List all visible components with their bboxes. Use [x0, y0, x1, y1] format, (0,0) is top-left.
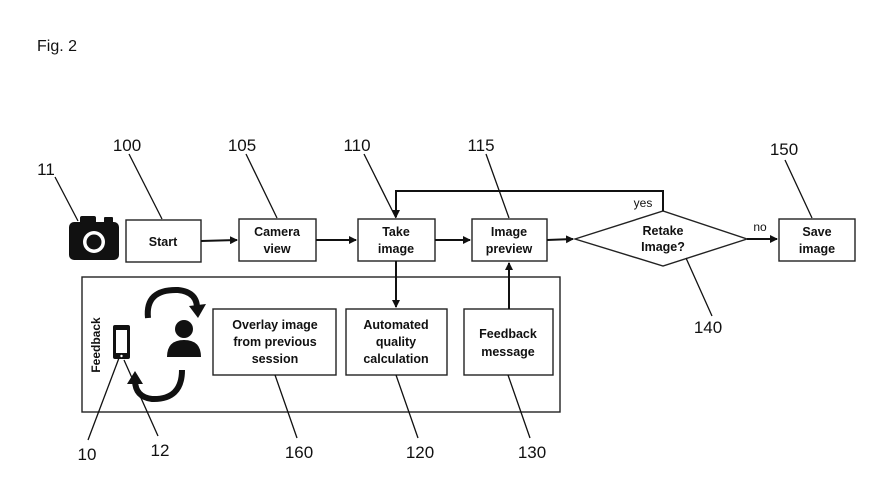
overlay-label-1: Overlay image [232, 318, 318, 332]
ref-140: 140 [694, 318, 722, 337]
leader-10 [87, 357, 120, 441]
leader-11 [54, 176, 79, 222]
ref-11: 11 [37, 160, 55, 179]
camera-icon [69, 216, 119, 260]
camera-view-label-2: view [263, 242, 290, 256]
ref-115: 115 [467, 136, 494, 155]
feedback-panel-label: Feedback [89, 317, 103, 373]
ref-130: 130 [518, 443, 546, 462]
take-image-label-1: Take [382, 225, 410, 239]
leader-115 [485, 153, 510, 219]
automated-label-3: calculation [363, 352, 428, 366]
image-preview-label-2: preview [486, 242, 533, 256]
leader-110 [363, 153, 397, 219]
feedback-message-label-1: Feedback [479, 327, 537, 341]
start-box: Start [125, 219, 202, 263]
leader-100 [128, 153, 163, 220]
ref-12: 12 [151, 441, 170, 460]
leader-130 [507, 374, 531, 439]
person-icon [167, 320, 201, 357]
leader-160 [274, 374, 298, 439]
retake-label-2: Image? [641, 240, 685, 254]
edge-no-label: no [753, 220, 767, 234]
ref-10: 10 [78, 445, 97, 464]
leader-150 [784, 159, 813, 219]
figure-label: Fig. 2 [37, 38, 77, 55]
feedback-message-box: Feedback message [463, 308, 554, 376]
automated-quality-box: Automated quality calculation [345, 308, 448, 376]
overlay-label-3: session [252, 352, 299, 366]
retake-label-1: Retake [643, 224, 684, 238]
leader-120 [395, 374, 419, 439]
retake-decision-diamond: Retake Image? [572, 210, 750, 267]
arrow-start-camera [200, 236, 238, 245]
camera-view-box: Camera view [238, 218, 317, 262]
automated-label-2: quality [376, 335, 416, 349]
ref-150: 150 [770, 140, 798, 159]
arrow-retake-yes [392, 190, 664, 218]
start-label: Start [149, 235, 178, 249]
leader-105 [245, 153, 278, 219]
automated-label-1: Automated [363, 318, 428, 332]
phone-icon [113, 325, 130, 359]
overlay-box: Overlay image from previous session [212, 308, 337, 376]
save-image-box: Save image [778, 218, 856, 262]
ref-100: 100 [113, 136, 141, 155]
arrow-preview-retake [546, 235, 574, 244]
ref-160: 160 [285, 443, 313, 462]
image-preview-label-1: Image [491, 225, 527, 239]
image-preview-box: Image preview [471, 218, 548, 262]
save-image-label-2: image [799, 242, 835, 256]
edge-yes-label: yes [634, 196, 653, 210]
save-image-label-1: Save [802, 225, 831, 239]
ref-105: 105 [228, 136, 256, 155]
take-image-box: Take image [357, 218, 436, 262]
take-image-label-2: image [378, 242, 414, 256]
ref-120: 120 [406, 443, 434, 462]
leader-140 [685, 257, 713, 317]
feedback-message-label-2: message [481, 345, 535, 359]
leader-12 [123, 359, 159, 437]
ref-110: 110 [343, 136, 370, 155]
camera-view-label-1: Camera [254, 225, 301, 239]
overlay-label-2: from previous [233, 335, 316, 349]
